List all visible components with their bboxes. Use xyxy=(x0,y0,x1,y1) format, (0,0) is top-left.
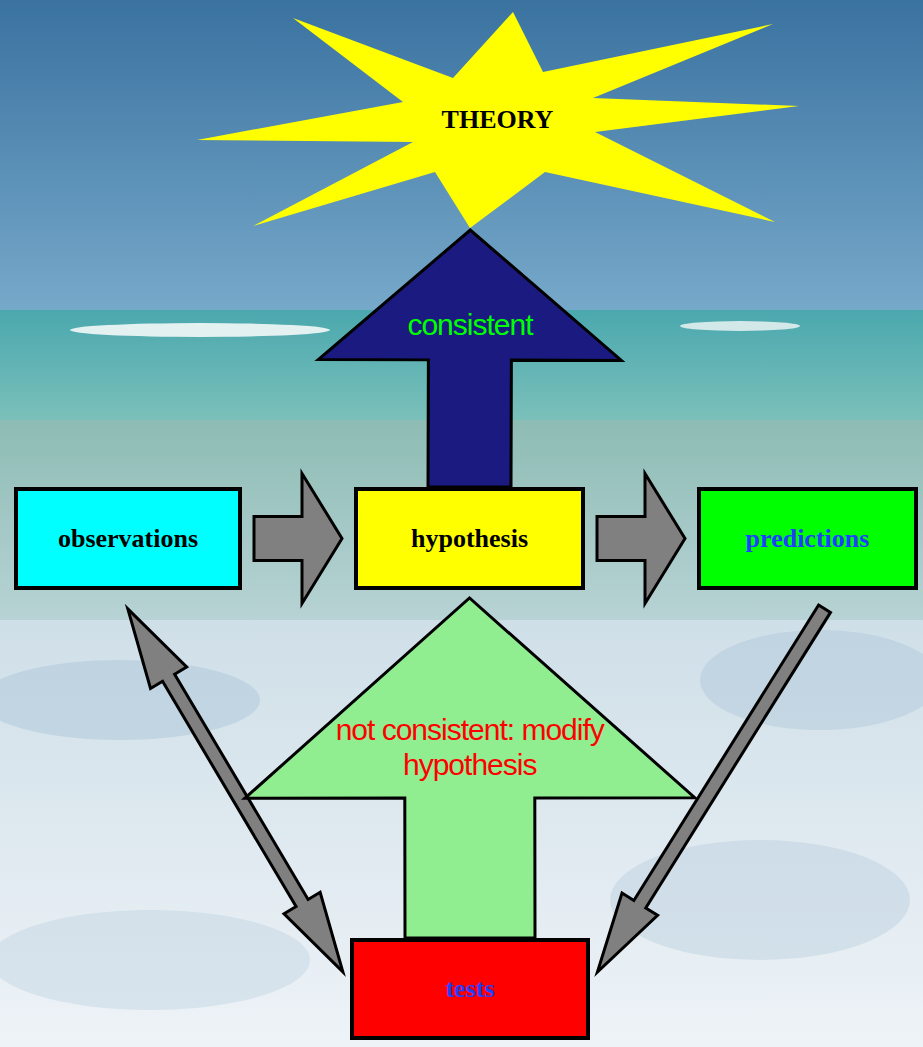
starburst-shape xyxy=(197,12,799,228)
process-box: observations xyxy=(14,487,242,590)
box-label: tests xyxy=(445,973,494,1004)
node-content: predictions xyxy=(746,523,870,554)
wave-crest xyxy=(680,321,800,331)
process-box: tests xyxy=(350,938,590,1040)
arrow-label: consistent xyxy=(370,308,570,343)
node-content: observations xyxy=(58,523,198,554)
foam-shadow xyxy=(610,840,910,960)
foam-shadow xyxy=(0,660,260,740)
box-label: predictions xyxy=(746,523,870,554)
arrow-label: not consistent: modify hypothesis xyxy=(335,713,605,782)
node-content: hypothesis xyxy=(411,523,528,554)
theory-title: THEORY xyxy=(442,104,554,135)
block-arrow xyxy=(254,474,342,604)
process-box: predictions xyxy=(697,487,918,590)
wave-crest xyxy=(70,323,330,337)
theory-star: THEORY xyxy=(195,10,800,230)
block-arrow xyxy=(245,598,695,938)
block-arrow xyxy=(318,230,621,487)
node-content: THEORY xyxy=(442,104,554,135)
node-content: tests xyxy=(445,973,494,1004)
box-label: observations xyxy=(58,523,198,554)
block-arrow xyxy=(597,474,685,604)
foam-shadow xyxy=(0,910,310,1010)
box-label: hypothesis xyxy=(411,523,528,554)
process-box: hypothesis xyxy=(354,487,585,590)
